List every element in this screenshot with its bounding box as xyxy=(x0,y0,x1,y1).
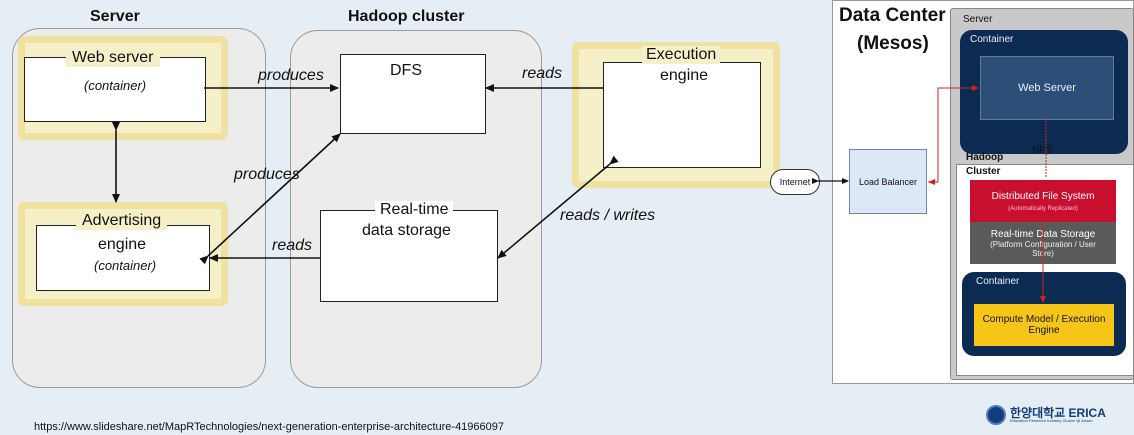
server-title: Server xyxy=(90,8,140,25)
dc-rt-label-1: Real-time Data Storage xyxy=(990,228,1096,240)
dc-internet-node: Internet xyxy=(770,169,820,195)
dc-load-balancer-label: Load Balancer xyxy=(858,176,918,187)
exec-engine-box xyxy=(603,62,761,168)
rt-storage-label-1: Real-time xyxy=(375,201,454,219)
left-arrows xyxy=(112,84,619,265)
edge-produces-top: produces xyxy=(258,67,324,84)
web-server-label: Web server xyxy=(66,49,160,67)
dc-web-server: Web Server xyxy=(980,56,1114,120)
adv-engine-label-2: engine xyxy=(98,236,147,253)
dc-compute-label-1: Compute Model / Execution xyxy=(982,314,1106,325)
dc-container-2-label: Container xyxy=(976,276,1020,287)
dc-dfs-label: Distributed File System xyxy=(991,190,1095,202)
dc-dfs-sub: (Automatically Replicated) xyxy=(1008,205,1078,212)
dc-dfs-box: Distributed File System (Automatically R… xyxy=(970,180,1116,222)
logo-emblem-icon xyxy=(986,405,1006,425)
web-server-sub: (container) xyxy=(84,78,147,93)
web-server-box xyxy=(24,57,206,122)
source-url[interactable]: https://www.slideshare.net/MapRTechnolog… xyxy=(34,421,505,433)
dc-compute-label-2: Engine xyxy=(1028,325,1060,336)
dc-rt-label-2: (Platform Configuration / User xyxy=(990,239,1096,249)
rt-storage-box xyxy=(320,210,498,302)
dc-rt-label-3: Store) xyxy=(1032,248,1054,258)
dc-compute-box: Compute Model / Execution Engine xyxy=(974,304,1114,346)
dc-web-server-label: Web Server xyxy=(1018,82,1076,94)
dfs-label: DFS xyxy=(390,62,422,79)
adv-engine-sub: (container) xyxy=(94,258,157,273)
exec-engine-label-2: engine xyxy=(660,67,709,84)
adv-engine-label-1: Advertising xyxy=(76,212,168,230)
dc-container-1-label: Container xyxy=(970,34,1014,45)
dc-title-1: Data Center xyxy=(839,5,946,26)
arrow-adv-dfs xyxy=(199,133,341,265)
dc-rt-box: Real-time Data Storage (Platform Configu… xyxy=(970,222,1116,264)
logo-text: 한양대학교 ERICA xyxy=(1010,406,1106,420)
dc-internet-label: Internet xyxy=(779,177,811,187)
dc-hadoop-label-2: Cluster xyxy=(966,166,1001,177)
exec-engine-label-1: Execution xyxy=(642,46,721,64)
dc-title-2: (Mesos) xyxy=(857,33,929,54)
university-logo: 한양대학교 ERICA Education Research Industry … xyxy=(986,405,1106,425)
dc-server-label: Server xyxy=(963,14,993,25)
logo-subtext: Education Research Industry Cluster @ An… xyxy=(1010,418,1093,423)
rt-storage-label-2: data storage xyxy=(362,222,451,239)
dc-hadoop-label-1: Hadoop xyxy=(966,152,1004,163)
hadoop-title: Hadoop cluster xyxy=(348,8,465,25)
edge-reads-top: reads xyxy=(522,65,563,82)
arrow-exec-rt xyxy=(497,155,619,259)
dfs-box xyxy=(340,54,486,134)
dc-nfs-label: NFS xyxy=(1032,145,1052,156)
left-diagram: Server Hadoop cluster Web server (contai… xyxy=(12,8,780,388)
dc-load-balancer: Load Balancer xyxy=(849,149,927,214)
